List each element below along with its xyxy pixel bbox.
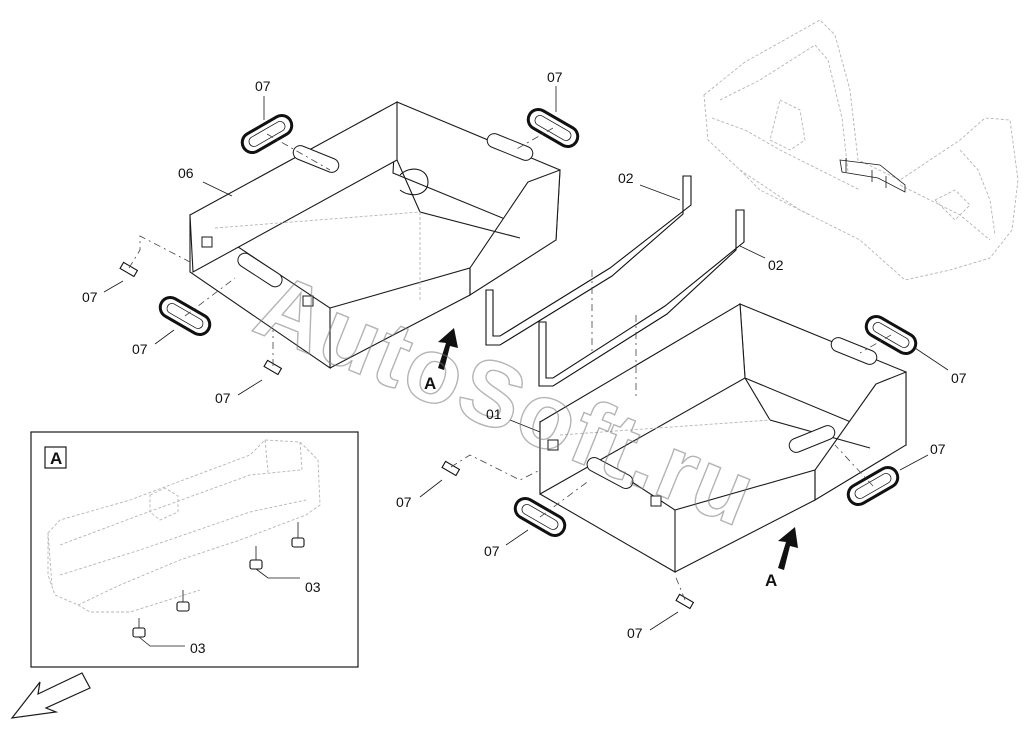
- label-07-lower-ring: 07: [484, 543, 500, 559]
- label-07-bottom-pin: 07: [627, 625, 643, 641]
- locator-sketch: [703, 19, 1019, 281]
- pins: [119, 261, 695, 610]
- inset-tag: A: [50, 449, 62, 468]
- label-07-top-right: 07: [547, 69, 563, 85]
- orientation-arrow: [10, 672, 91, 719]
- view-arrow-upper: [438, 328, 458, 370]
- foot-2: [176, 590, 190, 612]
- foot-1: [132, 618, 146, 638]
- label-03-upper: 03: [305, 579, 321, 595]
- tray-lower: [539, 303, 907, 573]
- view-arrow-lower: [778, 527, 798, 570]
- label-03-lower: 03: [190, 640, 206, 656]
- grommet-top-right: [526, 108, 580, 148]
- bracket-rear: [485, 175, 692, 346]
- label-07-front-pin: 07: [215, 390, 231, 406]
- label-07-top-left: 07: [255, 78, 271, 94]
- label-view-a-upper: A: [424, 374, 436, 393]
- leader-lines: [103, 86, 949, 631]
- label-02-rear: 02: [618, 170, 634, 186]
- label-06: 06: [178, 165, 194, 181]
- assembly-lines: [128, 127, 892, 601]
- foot-4: [291, 522, 305, 548]
- label-view-a-lower: A: [765, 571, 777, 590]
- label-07-left-pin: 07: [82, 289, 98, 305]
- label-07-right-lower: 07: [930, 441, 946, 457]
- label-01: 01: [486, 406, 502, 422]
- label-07-right-upper: 07: [951, 370, 967, 386]
- bracket-front: [538, 209, 745, 387]
- inset-view-a: [30, 431, 359, 668]
- label-07-lower-pin: 07: [396, 494, 412, 510]
- label-02-front: 02: [768, 257, 784, 273]
- label-07-left-ring: 07: [132, 341, 148, 357]
- tray-upper: [189, 101, 561, 370]
